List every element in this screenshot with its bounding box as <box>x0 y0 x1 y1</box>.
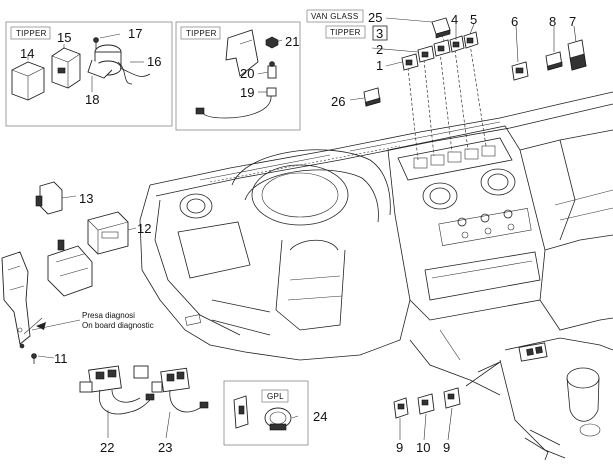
callout-20: 20 <box>240 66 254 81</box>
nut-21 <box>265 36 279 49</box>
callout-13: 13 <box>79 191 93 206</box>
switch-2 <box>417 45 435 63</box>
callout-16: 16 <box>147 54 161 69</box>
obd-bracket <box>1 251 31 345</box>
callout-11: 11 <box>54 351 68 366</box>
connector-13 <box>35 181 63 215</box>
console-switch-row <box>413 145 496 169</box>
switch-8 <box>545 51 563 71</box>
switch-25 <box>431 17 451 39</box>
callout-23: 23 <box>158 440 172 455</box>
tipper-label-switch: TIPPER <box>330 28 361 37</box>
callout-17: 17 <box>128 26 142 41</box>
sensor-16 <box>87 44 151 85</box>
bracket-tipper <box>225 29 259 77</box>
callout-19: 19 <box>240 85 254 100</box>
harness-23 <box>151 367 209 413</box>
harness-22 <box>79 365 155 415</box>
van-glass-label-group: VAN GLASS TIPPER <box>306 9 366 39</box>
switch-10 <box>417 393 435 415</box>
callout-10: 10 <box>416 440 430 455</box>
switch-6 <box>511 61 529 81</box>
cable-19 <box>195 87 277 119</box>
callout-leaders <box>23 17 577 441</box>
callout-8: 8 <box>549 14 556 29</box>
tipper-label-left: TIPPER <box>16 29 47 38</box>
obd-pointer <box>36 322 46 330</box>
switch-3 <box>433 39 451 57</box>
callout-9-right: 9 <box>443 440 450 455</box>
dashboard-body <box>139 91 613 461</box>
bracket-left <box>47 239 93 297</box>
callout-6: 6 <box>511 14 518 29</box>
relay-14 <box>11 61 45 101</box>
tipper-label-middle: TIPPER <box>186 29 217 38</box>
callout-5: 5 <box>470 12 477 27</box>
callout-26: 26 <box>331 94 345 109</box>
obd-note-italian: Presa diagnosi <box>82 311 135 320</box>
switch-1 <box>401 53 419 71</box>
callout-12: 12 <box>137 221 151 236</box>
callout-18: 18 <box>85 92 99 107</box>
switch-26 <box>363 87 381 107</box>
callout-1: 1 <box>376 58 383 73</box>
relay-15 <box>51 47 81 89</box>
switch-5 <box>463 31 479 49</box>
gpl-label: GPL <box>267 392 284 401</box>
callout-2: 2 <box>376 42 383 57</box>
callout-24: 24 <box>313 409 327 424</box>
gpl-inset: GPL <box>223 380 309 446</box>
switch-leader-lines <box>407 19 487 161</box>
switch-9a <box>393 397 409 419</box>
callout-3: 3 <box>376 26 383 41</box>
callout-14: 14 <box>20 46 34 61</box>
callout-15: 15 <box>57 30 71 45</box>
callout-7: 7 <box>569 14 576 29</box>
callout-22: 22 <box>100 440 114 455</box>
gpl-button-24 <box>233 395 292 431</box>
screw-11 <box>19 343 37 364</box>
callout-4: 4 <box>451 12 458 27</box>
screw-17 <box>93 37 99 50</box>
switch-9b <box>443 387 461 409</box>
callout-21: 21 <box>285 34 299 49</box>
module-12 <box>87 211 129 255</box>
obd-note-english: On board diagnostic <box>82 321 154 330</box>
callout-25: 25 <box>368 10 382 25</box>
switch-7 <box>567 39 587 71</box>
van-glass-label: VAN GLASS <box>311 12 358 21</box>
callout-9-left: 9 <box>396 440 403 455</box>
switch-4 <box>449 35 465 53</box>
